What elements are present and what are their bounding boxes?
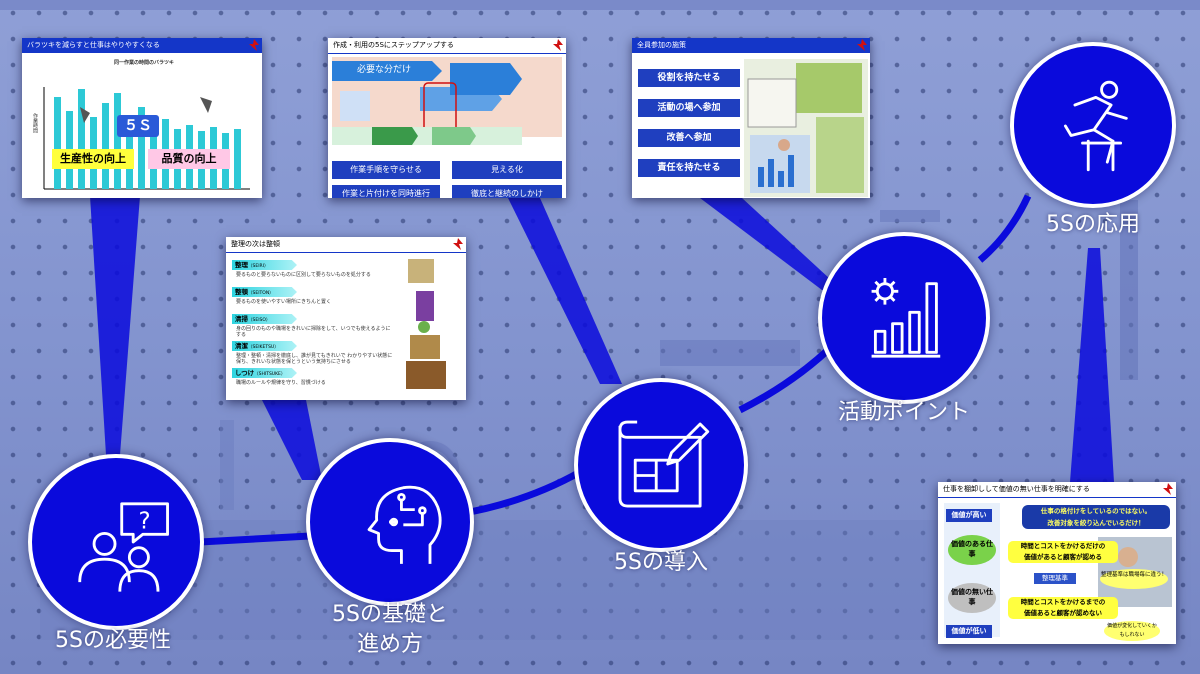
logo-icon	[857, 39, 867, 51]
seiton-item-desc: 要るものを使いやすい場所にきちんと置く	[236, 299, 332, 305]
slide-title: 仕事を棚卸しして価値の無い仕事を明確にする	[938, 482, 1176, 498]
step-button-1: 作業手順を守らせる	[332, 161, 440, 179]
connector-necessity-basics	[199, 532, 311, 546]
label-necessity: 5Sの必要性	[55, 628, 171, 653]
slide-title: 整理の次は整頓	[226, 237, 466, 253]
five-s-badge: ５Ｓ	[117, 115, 159, 137]
seiton-item-title: 整頓	[235, 288, 248, 296]
slide-variance[interactable]: バラツキを減らすと仕事はやりやすくなる 同一作業の時間のバラツキ 作業時間	[22, 38, 262, 198]
seiton-item-title: 清潔	[235, 342, 248, 350]
logo-icon	[453, 238, 463, 250]
participation-button-3: 改善へ参加	[638, 129, 740, 147]
step-arrows	[332, 61, 522, 145]
valuable-work-oval: 価値のある仕事	[948, 535, 996, 565]
step-button-4: 徹底と継続のしかけ	[452, 185, 562, 198]
y-axis-label: 作業時間	[32, 113, 38, 133]
seiton-list: 整理（SEIRI）要るものと要らないものに区別して要らないものを処分する整頓（S…	[226, 252, 466, 400]
people-question-icon: ?	[78, 502, 169, 592]
connector-activity-application	[977, 194, 1032, 263]
label-basics-line1: 5Sの基礎と	[332, 602, 448, 627]
speech-bubble-change: 価値が変化していくかもしれない	[1104, 621, 1160, 641]
seiton-item-title: 整理	[235, 261, 248, 269]
valueless-work-oval: 価値の無い仕事	[948, 583, 996, 613]
beam-value	[1070, 248, 1114, 482]
seiton-item-romaji: （SHITSUKE）	[254, 372, 286, 377]
label-introduction: 5Sの導入	[614, 550, 708, 575]
speech-bubble-criteria: 整理基準は職場毎に違う！	[1100, 569, 1168, 589]
label-basics-line2: 進め方	[356, 632, 423, 657]
seiton-item-title: しつけ	[235, 369, 255, 377]
beam-steps	[508, 198, 622, 384]
svg-text:?: ?	[139, 509, 151, 535]
participation-button-1: 役割を持たせる	[638, 69, 740, 87]
slide-title: 作成・利用の5Sにステップアップする	[328, 38, 566, 54]
node-activity[interactable]	[818, 232, 990, 404]
logo-icon	[249, 39, 259, 51]
callout-notice: 仕事の格付けをしているのではない。 改善対象を絞り込んでいるだけ！	[1022, 505, 1170, 529]
participation-button-2: 活動の場へ参加	[638, 99, 740, 117]
cleaning-illustrations	[406, 259, 446, 389]
step-button-3: 作業と片付けを同時進行	[332, 185, 440, 198]
seiton-item-desc: 身の回りのものや職場をきれいに掃除をして、いつでも使えるようにする	[236, 326, 391, 338]
slide-title: バラツキを減らすと仕事はやりやすくなる	[22, 38, 262, 53]
participation-button-4: 責任を持たせる	[638, 159, 740, 177]
seiton-item-head: 整頓（SEITON）	[232, 287, 297, 297]
seiton-item-desc: 要るものと要らないものに区別して要らないものを処分する	[236, 272, 371, 278]
node-necessity[interactable]: ?	[28, 454, 204, 630]
label-application: 5Sの応用	[1046, 212, 1140, 237]
quality-box: 品質の向上	[148, 149, 230, 169]
seiton-item-head: 清掃（SEISO）	[232, 314, 297, 324]
callout-valuable: 時間とコストをかけるだけの 価値があると顧客が認める	[1008, 541, 1118, 563]
label-activity: 活動ポイント	[837, 400, 970, 425]
chart-title: 同一作業の時間のバラツキ	[114, 60, 175, 66]
seiton-item-head: しつけ（SHITSUKE）	[232, 368, 297, 378]
activity-board-photos	[744, 59, 868, 197]
brain-circuit-icon	[367, 485, 442, 564]
productivity-box: 生産性の向上	[52, 149, 134, 169]
slide-seiton[interactable]: 整理の次は整頓 整理（SEIRI） 要るものと要らないものに区別して要らないものを…	[226, 237, 466, 400]
seiton-item-head: 整理（SEIRI）	[232, 260, 297, 270]
slide-steps[interactable]: 作成・利用の5Sにステップアップする 必要な分だけ 作業手順を守らせる 見える化…	[328, 38, 566, 198]
seiton-item-romaji: （SEITON）	[248, 291, 274, 296]
connector-introduction-activity	[738, 347, 831, 414]
slide-value[interactable]: 仕事を棚卸しして価値の無い仕事を明確にする 価値が高い 価値のある仕事 価値の無…	[938, 482, 1176, 644]
callout-valueless: 時間とコストをかけるまでの 価値あると顧客が認めない	[1008, 597, 1118, 619]
beam-seiton	[262, 400, 322, 480]
value-low-tag: 価値が低い	[946, 625, 992, 638]
logo-icon	[1163, 483, 1173, 495]
beam-variance	[90, 196, 140, 455]
slide-participation[interactable]: 全員参加の施策 役割を持たせる 活動の場へ参加 改善へ参加 責任を持たせる	[632, 38, 870, 198]
sorting-criteria-tag: 整理基準	[1034, 573, 1076, 584]
seiton-item-title: 清掃	[235, 315, 248, 323]
bar-chart-virus-icon	[871, 277, 941, 358]
beam-participation	[700, 198, 842, 290]
hurdle-runner-icon	[1063, 80, 1128, 172]
node-introduction[interactable]	[574, 378, 748, 552]
seiton-item-desc: 整理・整頓・清掃を徹底し、誰が見てもきれいで わかりやすい状態に保ち、きれいな状…	[236, 353, 393, 365]
slide-title: 全員参加の施策	[632, 38, 870, 53]
seiton-item-romaji: （SEIRI）	[248, 264, 269, 269]
label-basics: 5Sの基礎と 進め方	[300, 600, 480, 660]
arrow-label: 必要な分だけ	[356, 65, 411, 75]
seiton-item-desc: 職場のルールや規律を守り、習慣づける	[236, 380, 326, 386]
blueprint-pencil-icon	[618, 420, 710, 508]
value-high-tag: 価値が高い	[946, 509, 992, 522]
seiton-item-romaji: （SEIKETSU）	[248, 345, 279, 350]
node-basics[interactable]	[306, 438, 474, 606]
logo-icon	[553, 39, 563, 51]
connector-basics-introduction	[469, 468, 582, 516]
step-button-2: 見える化	[452, 161, 562, 179]
seiton-item-romaji: （SEISO）	[248, 318, 271, 323]
seiton-item-head: 清潔（SEIKETSU）	[232, 341, 297, 351]
node-application[interactable]	[1010, 42, 1176, 208]
